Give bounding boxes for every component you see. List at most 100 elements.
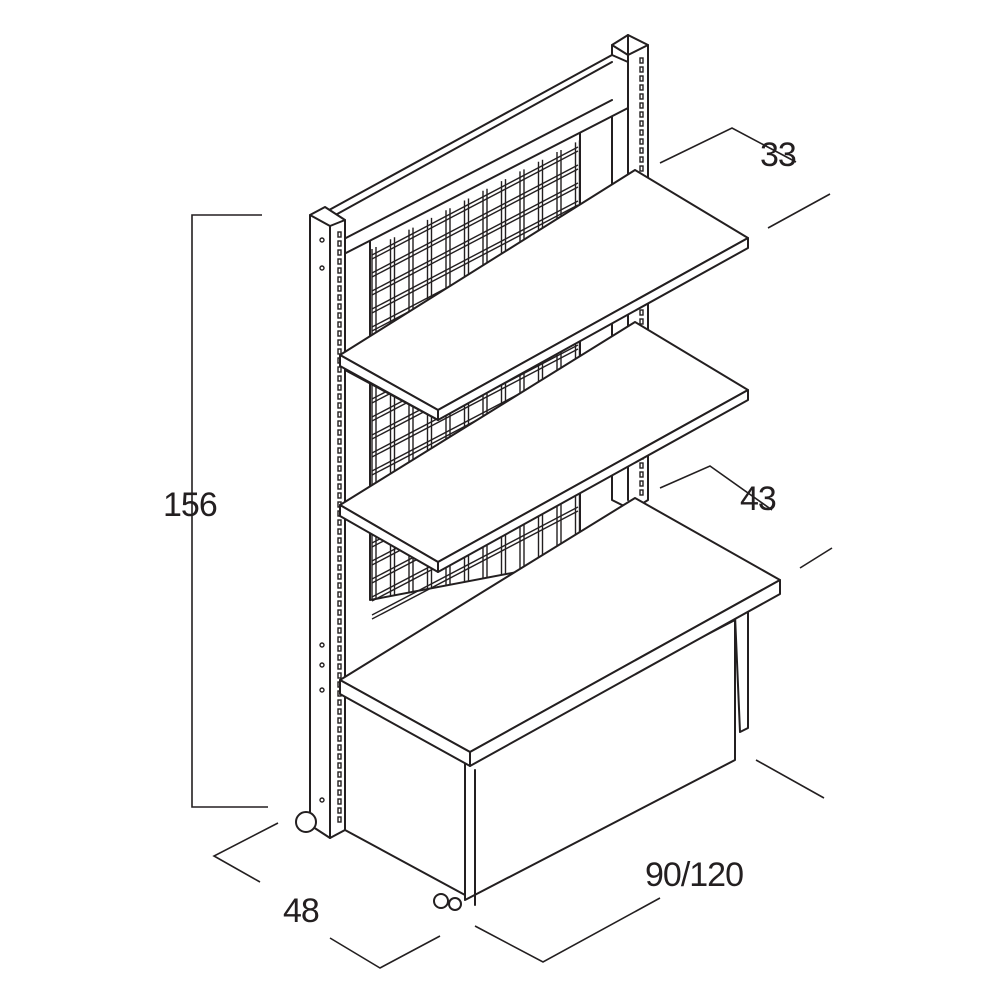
upright-slot [337, 609, 342, 616]
upright-slot [337, 330, 342, 337]
lattice-line [371, 204, 579, 314]
upright-slot [639, 471, 644, 478]
shelf-top [339, 169, 749, 421]
upright-slot [337, 483, 342, 490]
upright-slot [337, 573, 342, 580]
upright-slot [639, 147, 644, 154]
upright-slot [639, 75, 644, 82]
upright-slot [337, 708, 342, 715]
lattice-line [371, 182, 579, 292]
upright-slot [337, 672, 342, 679]
front-left-upright [309, 206, 346, 839]
lattice-line [371, 146, 579, 256]
upright-slot [639, 462, 644, 469]
upright-slot [337, 474, 342, 481]
upright-slot [337, 492, 342, 499]
upright-slot [337, 771, 342, 778]
upright-slot [337, 555, 342, 562]
dimension-depth-top [659, 127, 831, 229]
upright-slot [337, 438, 342, 445]
upright-slot [337, 699, 342, 706]
upright-slot [337, 294, 342, 301]
upright-slot [337, 465, 342, 472]
upright-slot [337, 798, 342, 805]
upright-slot [639, 480, 644, 487]
upright-slot [337, 429, 342, 436]
upright-slot [337, 366, 342, 373]
upright-slot [337, 420, 342, 427]
lattice-line [371, 506, 579, 616]
upright-slot [639, 102, 644, 109]
upright-slot [639, 66, 644, 73]
upright-slot [639, 93, 644, 100]
upright-slot [337, 726, 342, 733]
dimension-width [474, 759, 825, 963]
upright-slot [337, 339, 342, 346]
label-height: 156 [163, 486, 217, 524]
upright-slot [337, 618, 342, 625]
upright-slot [337, 402, 342, 409]
dimension-base-depth [212, 822, 441, 969]
upright-slot [639, 309, 644, 316]
upright-slot [639, 129, 644, 136]
top-header-bar [319, 54, 629, 256]
upright-slot [337, 231, 342, 238]
upright-slot [337, 717, 342, 724]
upright-slot [337, 519, 342, 526]
label-width: 90/120 [645, 856, 743, 894]
upright-slot [337, 663, 342, 670]
upright-slot [337, 285, 342, 292]
upright-slot [337, 762, 342, 769]
upright-slot [639, 111, 644, 118]
upright-slot [337, 654, 342, 661]
upright-slot [639, 138, 644, 145]
upright-slot [337, 348, 342, 355]
upright-slot [337, 744, 342, 751]
lattice-line [371, 200, 579, 310]
upright-slot [337, 807, 342, 814]
upright-slot [639, 165, 644, 172]
upright-slot [337, 735, 342, 742]
upright-slot [337, 600, 342, 607]
upright-slot [337, 303, 342, 310]
dimension-depth-bottom [659, 465, 833, 569]
desk-top [339, 497, 781, 767]
upright-slot [639, 84, 644, 91]
label-shelf-depth-bottom: 43 [740, 480, 776, 518]
upright-slot [337, 321, 342, 328]
upright-slot [337, 267, 342, 274]
upright-slot [639, 120, 644, 127]
upright-slot [337, 384, 342, 391]
upright-slot [337, 249, 342, 256]
label-shelf-depth-top: 33 [760, 136, 796, 174]
upright-slot [639, 489, 644, 496]
upright-slot [337, 528, 342, 535]
caster-front-right-2 [448, 897, 462, 911]
upright-slot [337, 636, 342, 643]
upright-slot [337, 753, 342, 760]
lattice-line [371, 510, 579, 620]
upright-slot [337, 393, 342, 400]
lattice-line [371, 168, 579, 278]
upright-slot [337, 645, 342, 652]
casters [295, 811, 462, 911]
caster-front-right [433, 893, 449, 909]
shelf-middle [339, 321, 749, 573]
upright-slot [639, 57, 644, 64]
upright-slot [337, 456, 342, 463]
lattice-line [371, 150, 579, 260]
upright-slot [337, 411, 342, 418]
upright-slot [337, 591, 342, 598]
upright-slot [639, 318, 644, 325]
lattice-line [371, 348, 579, 458]
upright-slot [337, 789, 342, 796]
upright-slot [337, 627, 342, 634]
upright-slot [337, 447, 342, 454]
upright-slot [337, 582, 342, 589]
upright-slot [639, 156, 644, 163]
upright-slot [337, 816, 342, 823]
lattice-line [371, 186, 579, 296]
upright-slot [337, 375, 342, 382]
